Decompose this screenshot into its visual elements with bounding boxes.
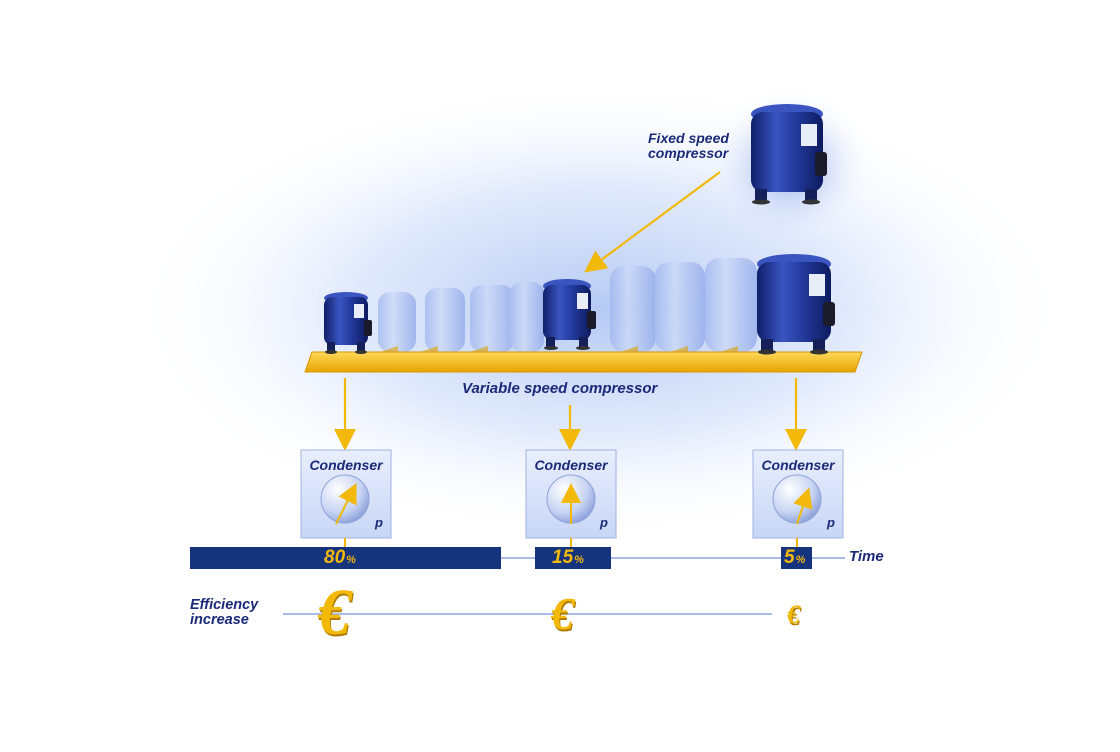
fixed-speed-compressor-label: Fixed speed compressor (648, 130, 729, 161)
time-segment-15 (535, 547, 611, 569)
variable-speed-platform (304, 346, 863, 373)
fixed-speed-arrow (584, 171, 721, 273)
time-share-5: 5% (784, 547, 806, 568)
condenser-box-2 (525, 449, 617, 539)
time-bar (190, 547, 845, 569)
condenser-box-3 (752, 449, 844, 539)
compressor-icon-small (324, 292, 372, 354)
condenser-title-2: Condenser (534, 457, 608, 473)
euro-icon-medium: € (551, 588, 574, 639)
efficiency-increase-label: Efficiency increase (190, 597, 259, 629)
pressure-symbol-2: p (600, 515, 608, 530)
time-segment-5 (781, 547, 812, 569)
time-segment-80 (190, 547, 501, 569)
condenser-box-1 (300, 449, 392, 539)
condenser-title-3: Condenser (761, 457, 835, 473)
pressure-symbol-1: p (375, 515, 383, 530)
time-share-15: 15% (552, 547, 584, 568)
condenser-title-1: Condenser (309, 457, 383, 473)
compressor-icon-medium (543, 279, 596, 350)
pressure-symbol-3: p (827, 515, 835, 530)
compressor-icon-large (757, 254, 835, 355)
euro-icon-large: € (318, 576, 351, 649)
euro-icon-small: € (787, 600, 800, 629)
time-share-80: 80% (324, 547, 356, 568)
motion-ghost-compressors (378, 258, 757, 352)
time-label: Time (849, 548, 884, 565)
compressor-icon-fixed-speed (751, 104, 827, 205)
variable-speed-compressor-label: Variable speed compressor (462, 380, 658, 397)
